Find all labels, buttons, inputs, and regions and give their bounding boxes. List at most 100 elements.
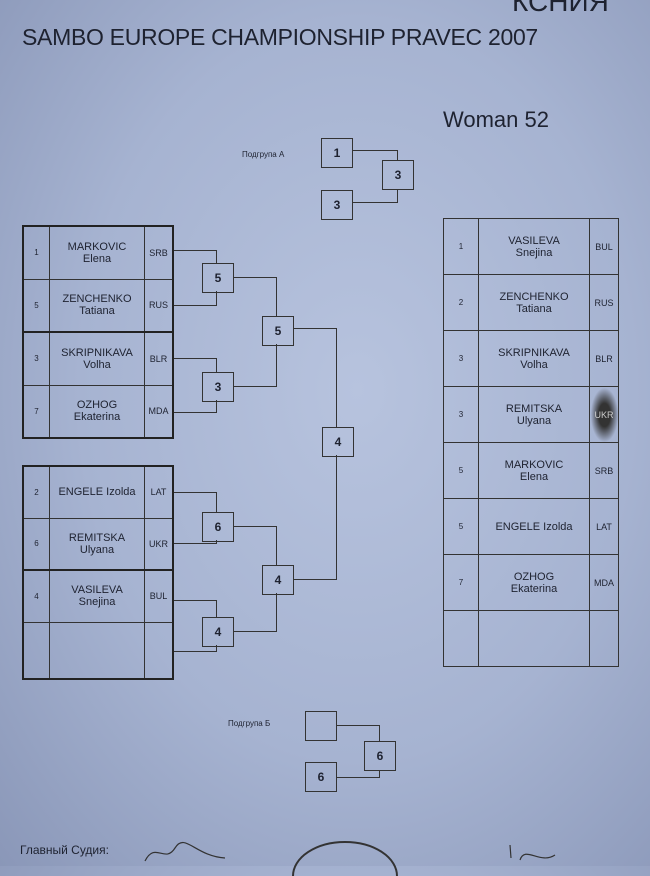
place: 2 <box>443 274 479 331</box>
country: RUS <box>589 274 619 331</box>
last-name: OZHOG <box>513 570 555 583</box>
first-name: Ulyana <box>516 414 552 427</box>
chief-judge-label: Главный Судия: <box>20 843 109 857</box>
connector <box>174 291 217 306</box>
connector <box>353 189 398 203</box>
seed: 2 <box>22 465 50 519</box>
subgroup-b-box-bottom: 6 <box>305 762 337 792</box>
connector <box>233 277 277 317</box>
connector <box>174 358 217 373</box>
country: RUS <box>144 278 174 333</box>
country: BUL <box>144 569 174 623</box>
place: 3 <box>443 386 479 443</box>
first-name: Elena <box>82 252 112 265</box>
connector <box>174 492 217 513</box>
connector <box>233 526 277 566</box>
signature-initials <box>509 844 556 861</box>
signature <box>144 841 226 862</box>
last-name: VASILEVA <box>508 234 560 247</box>
connector <box>174 250 217 264</box>
seed: 4 <box>22 569 50 623</box>
connector <box>174 645 217 652</box>
country <box>144 621 174 680</box>
connector <box>293 455 337 580</box>
connector <box>353 150 398 161</box>
connector <box>336 725 380 742</box>
bracket-r2a: 5 <box>262 316 294 346</box>
place <box>443 610 479 667</box>
seed: 1 <box>22 225 50 280</box>
bracket-final: 4 <box>322 427 354 457</box>
first-name: Tatiana <box>516 302 552 315</box>
connector <box>233 593 277 632</box>
seed: 5 <box>22 278 50 333</box>
last-name: REMITSKA <box>68 531 126 544</box>
result-row <box>443 610 619 667</box>
last-name: OZHOG <box>76 399 118 412</box>
seed: 6 <box>22 517 50 571</box>
place: 5 <box>443 442 479 499</box>
subgroup-a-label: Подгрупа А <box>242 150 285 159</box>
connector <box>233 344 277 387</box>
connector <box>336 770 380 778</box>
first-name: Ekaterina <box>73 411 121 424</box>
place: 5 <box>443 498 479 555</box>
country: BUL <box>589 218 619 275</box>
place: 3 <box>443 330 479 387</box>
cut-off-header-text: КСНИЯ <box>512 0 609 17</box>
last-name: ENGELE Izolda <box>58 486 136 499</box>
last-name: MARKOVIC <box>504 458 564 471</box>
page-title: SAMBO EUROPE CHAMPIONSHIP PRAVEC 2007 <box>22 24 538 50</box>
first-name: Ulyana <box>79 543 115 556</box>
subgroup-a-box-top: 1 <box>321 138 353 168</box>
country: LAT <box>589 498 619 555</box>
country: BLR <box>144 331 174 386</box>
country: SRB <box>144 225 174 280</box>
last-name: SKRIPNIKAVA <box>498 346 570 359</box>
athlete: ENGELE Izolda <box>49 465 145 519</box>
official-stamp <box>292 841 398 876</box>
connector <box>174 540 217 544</box>
athlete <box>49 621 145 680</box>
country: MDA <box>144 384 174 439</box>
place: 1 <box>443 218 479 275</box>
subgroup-b-label: Подгрупа Б <box>228 719 271 728</box>
country <box>589 610 619 667</box>
last-name: ENGELE Izolda <box>495 520 573 533</box>
last-name: REMITSKA <box>505 402 563 415</box>
subgroup-a-winner: 3 <box>382 160 414 190</box>
bracket-r1c: 6 <box>202 512 234 542</box>
subgroup-b-winner: 6 <box>364 741 396 771</box>
country: UKR <box>589 386 619 443</box>
connector <box>174 400 217 413</box>
bracket-r1b: 3 <box>202 372 234 402</box>
seed: 7 <box>22 384 50 439</box>
bracket-r1d: 4 <box>202 617 234 647</box>
result-row: 5 ENGELE Izolda LAT <box>443 498 619 555</box>
last-name: ZENCHENKO <box>499 290 569 303</box>
connector <box>293 328 337 428</box>
seed <box>22 621 50 680</box>
athlete: ENGELE Izolda <box>478 498 590 555</box>
first-name: Volha <box>83 358 111 371</box>
last-name: ZENCHENKO <box>62 293 132 306</box>
first-name: Volha <box>520 358 548 371</box>
last-name: VASILEVA <box>71 584 123 597</box>
